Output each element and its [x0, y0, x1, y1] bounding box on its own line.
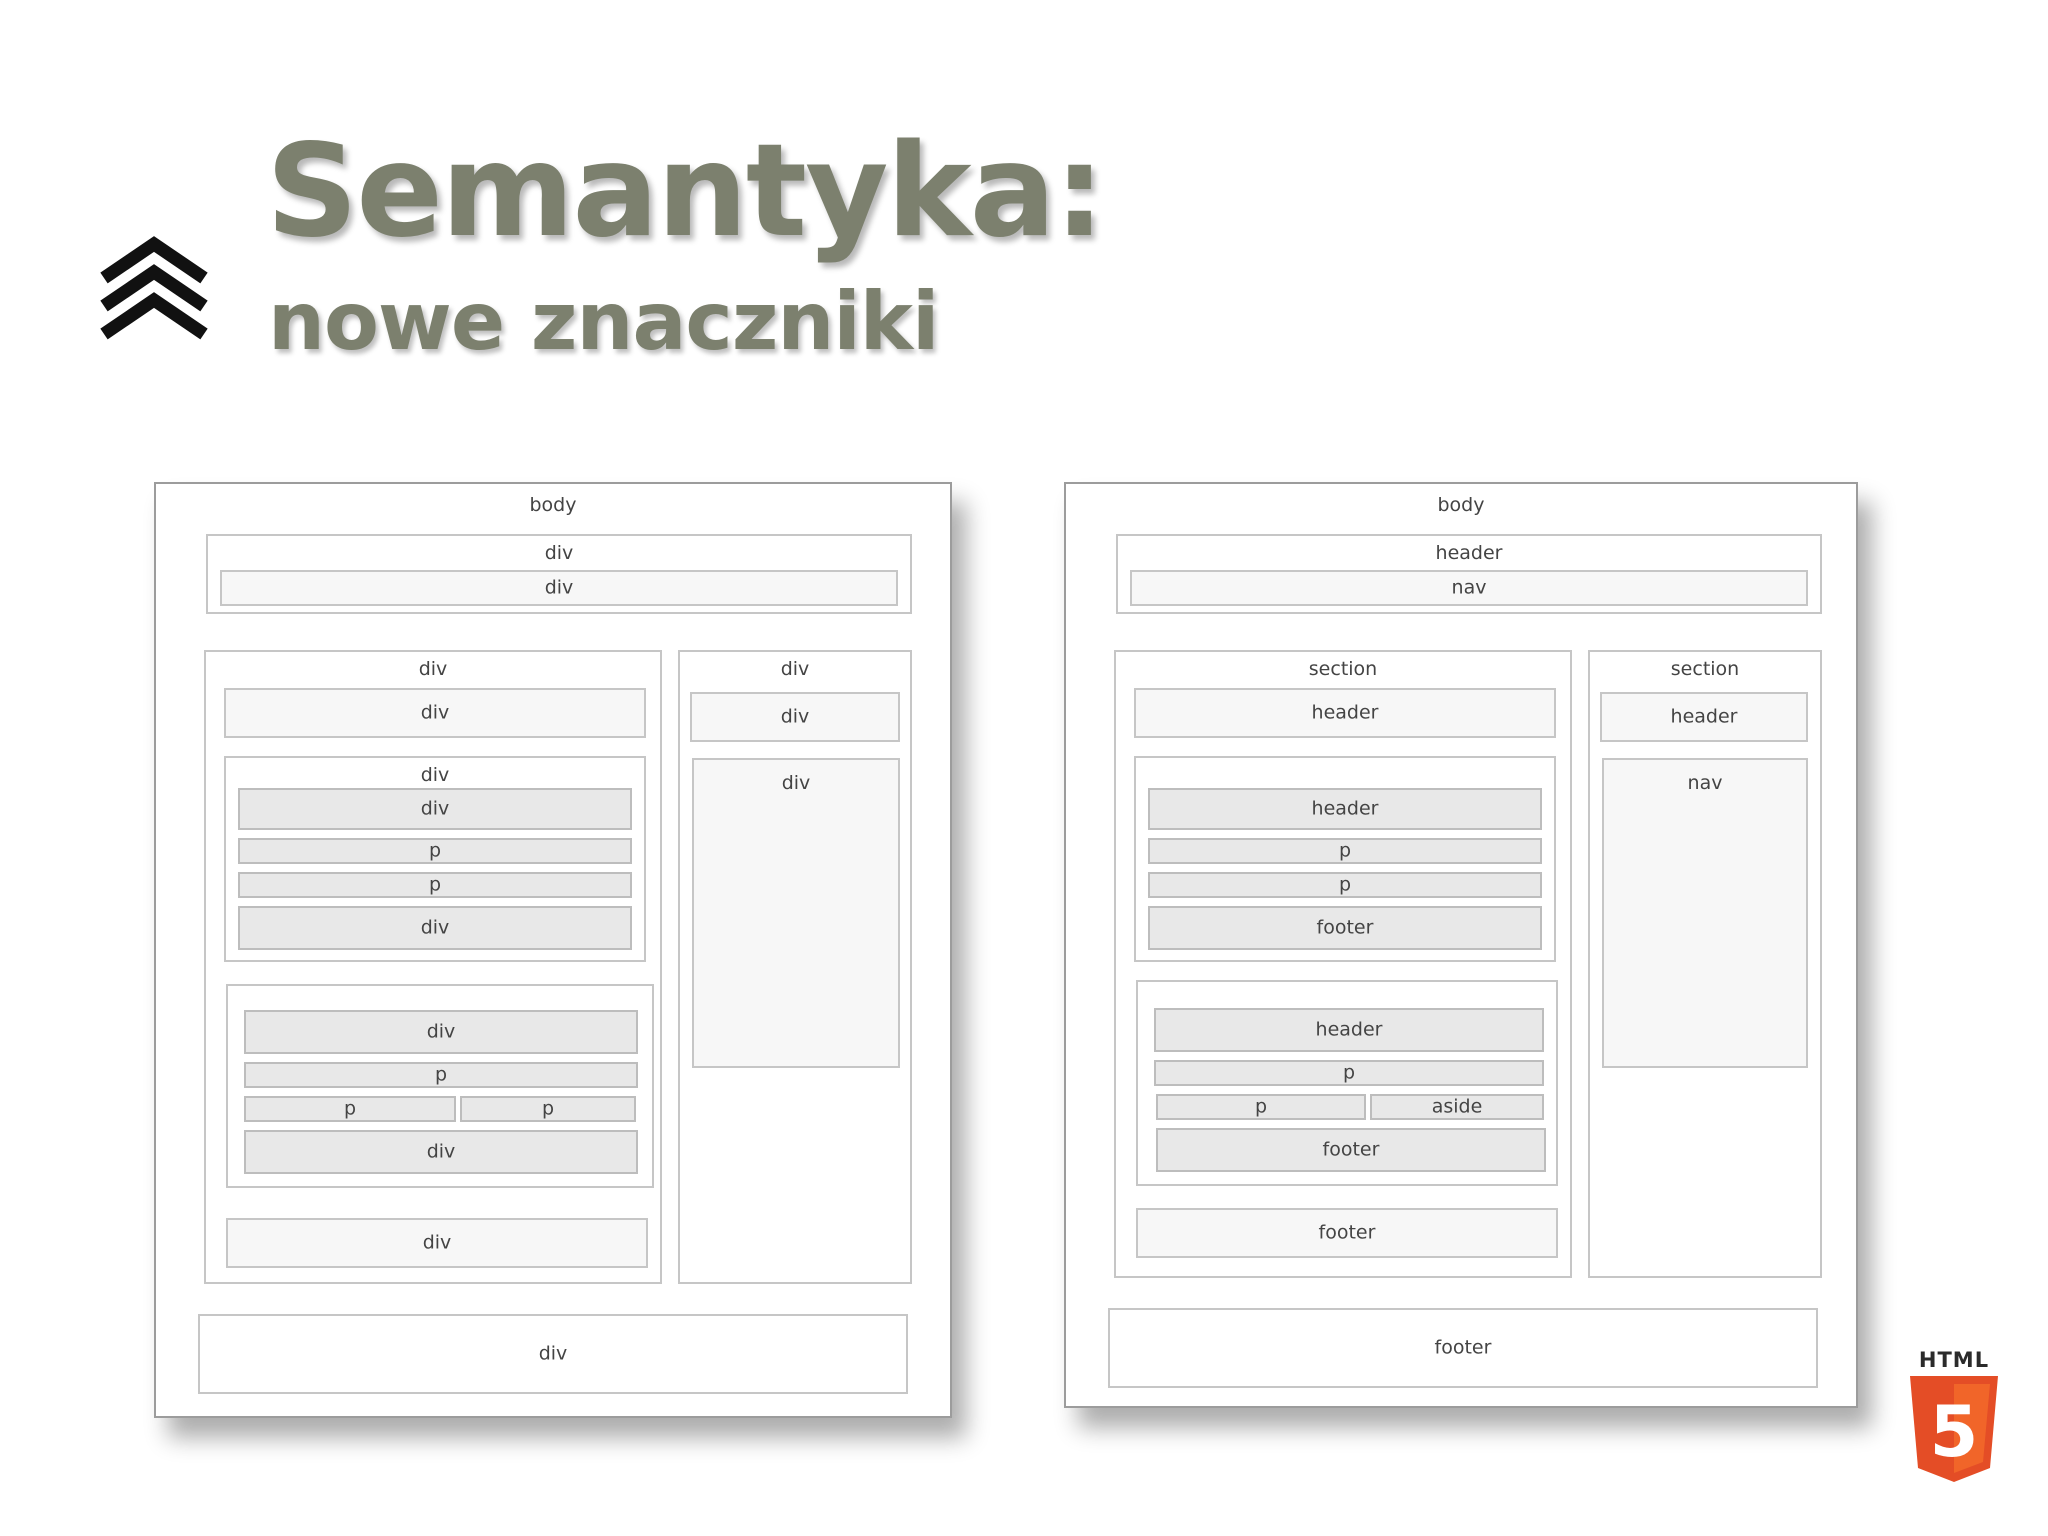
main-foot-div-box: div [226, 1218, 648, 1268]
section-box: section header header p p footer [1114, 650, 1572, 1278]
box-label: footer [1318, 1221, 1376, 1244]
article2-foot-div-box: div [244, 1130, 638, 1174]
side-section-box: section header nav [1588, 650, 1822, 1278]
box-label: div [420, 797, 450, 820]
box-label: div [538, 1342, 568, 1365]
box-label: p [541, 1097, 555, 1120]
slide-title: Semantyka: [266, 117, 1105, 266]
html5-digit: 5 [1930, 1391, 1979, 1473]
side-body-div-box: div [692, 758, 900, 1068]
box-label: p [1338, 839, 1352, 862]
side-head-div-box: div [690, 692, 900, 742]
box-label: div [420, 764, 450, 786]
box-label: aside [1431, 1095, 1483, 1118]
box-label: div [544, 576, 574, 599]
main-head-div-box: div [224, 688, 646, 738]
top-div-box: div div [206, 534, 912, 614]
box-label: p [343, 1097, 357, 1120]
main-div-box: div div div div p p div [204, 650, 662, 1284]
top-inner-div-box: div [220, 570, 898, 606]
box-label: div [420, 916, 450, 939]
box-label: p [428, 839, 442, 862]
box-label: div [544, 542, 574, 564]
article1-header-box: header [1148, 788, 1542, 830]
article2-header-box: header [1154, 1008, 1544, 1052]
section-footer-box: footer [1136, 1208, 1558, 1258]
box-label: footer [1322, 1138, 1380, 1161]
section-header-box: header [1134, 688, 1556, 738]
box-label: div [780, 705, 810, 728]
article1-head-div-box: div [238, 788, 632, 830]
box-label: footer [1434, 1336, 1492, 1359]
box-label: nav [1451, 576, 1487, 599]
box-label: div [426, 1020, 456, 1043]
article2-p-left-box: p [244, 1096, 456, 1122]
box-label: header [1311, 797, 1379, 820]
article2-footer-box: footer [1156, 1128, 1546, 1172]
box-label: div [418, 658, 448, 680]
box-label: p [1338, 873, 1352, 896]
html5-shield-icon: 5 [1910, 1376, 1998, 1482]
footer-box: footer [1108, 1308, 1818, 1388]
html5-logo: HTML 5 [1906, 1350, 2002, 1486]
nav-box: nav [1130, 570, 1808, 606]
side-div-box: div div div [678, 650, 912, 1284]
aside-box: aside [1370, 1094, 1544, 1120]
box-label: div [781, 772, 811, 794]
article2-p-box: p [244, 1062, 638, 1088]
box-label: header [1435, 542, 1503, 564]
box-label: header [1670, 705, 1738, 728]
article1-foot-div-box: div [238, 906, 632, 950]
box-label: p [428, 873, 442, 896]
box-label: p [1342, 1061, 1356, 1084]
box-label: section [1308, 658, 1378, 680]
html5-logo-text: HTML [1918, 1348, 1990, 1372]
triple-chevron-up-icon [100, 236, 208, 340]
box-label: div [426, 1140, 456, 1163]
article1-p-box: p [1148, 838, 1542, 864]
box-label: div [420, 701, 450, 724]
article2-div-box: div p p p div [226, 984, 654, 1188]
side-nav-box: nav [1602, 758, 1808, 1068]
box-label: header [1311, 701, 1379, 724]
slide-subtitle: nowe znaczniki [268, 275, 939, 368]
box-label: nav [1687, 772, 1723, 794]
box-label: header [1315, 1018, 1383, 1041]
semantic-layout-diagram: body header nav section header header p … [1064, 482, 1858, 1408]
article2-head-div-box: div [244, 1010, 638, 1054]
body-label: body [529, 494, 577, 516]
article2-p-box: p [1154, 1060, 1544, 1086]
header-box: header nav [1116, 534, 1822, 614]
div-layout-diagram: body div div div div div div p p [154, 482, 952, 1418]
box-label: p [1254, 1095, 1268, 1118]
box-label: div [422, 1231, 452, 1254]
box-label: section [1670, 658, 1740, 680]
article1-box: header p p footer [1134, 756, 1556, 962]
box-label: div [780, 658, 810, 680]
box-label: p [434, 1063, 448, 1086]
article1-div-box: div div p p div [224, 756, 646, 962]
box-label: footer [1316, 916, 1374, 939]
footer-div-box: div [198, 1314, 908, 1394]
article2-p-left-box: p [1156, 1094, 1366, 1120]
article1-p-box: p [238, 838, 632, 864]
article2-p-right-box: p [460, 1096, 636, 1122]
article1-footer-box: footer [1148, 906, 1542, 950]
article1-p-box: p [1148, 872, 1542, 898]
article2-box: header p p aside footer [1136, 980, 1558, 1186]
article1-p-box: p [238, 872, 632, 898]
body-label: body [1437, 494, 1485, 516]
side-header-box: header [1600, 692, 1808, 742]
